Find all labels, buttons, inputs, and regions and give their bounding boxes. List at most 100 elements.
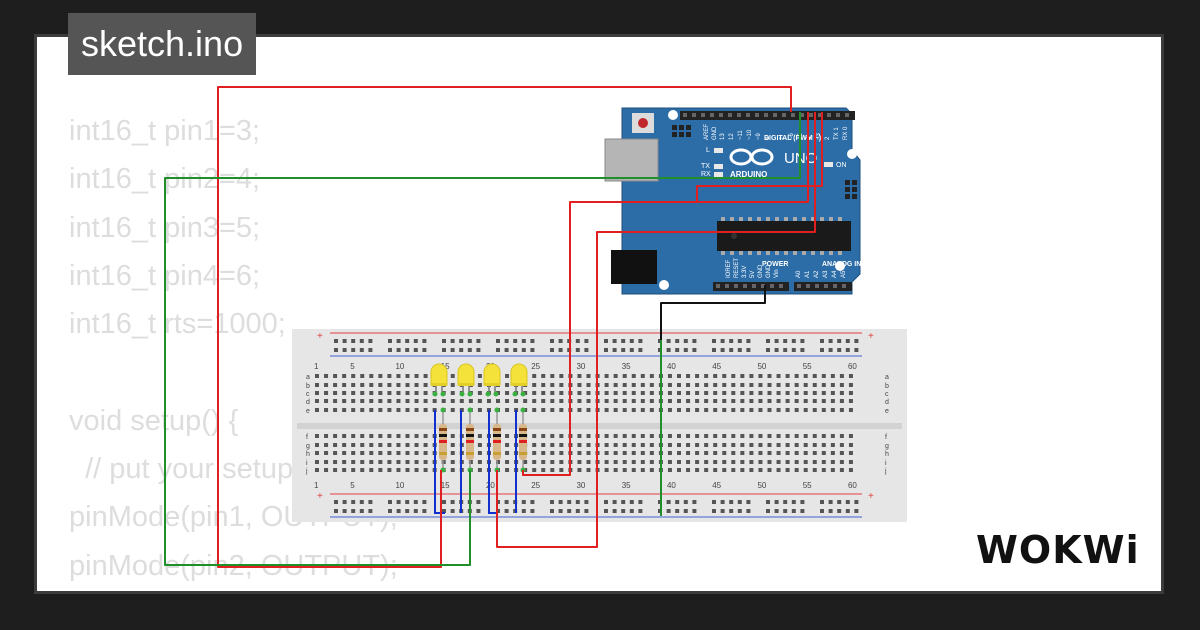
breadboard-hole	[803, 374, 808, 378]
breadboard-rail-hole	[766, 348, 770, 352]
breadboard-hole	[477, 468, 482, 472]
breadboard-hole	[333, 468, 338, 472]
breadboard-hole	[821, 383, 826, 387]
breadboard-hole	[468, 460, 473, 464]
breadboard-rail-hole	[567, 500, 572, 504]
breadboard-hole	[640, 460, 645, 464]
digital-pin-label: 2	[825, 136, 831, 140]
header-pin	[791, 113, 795, 117]
digital-pin-label: 13	[720, 133, 726, 140]
breadboard-hole	[839, 374, 844, 378]
analog-pin-label: A3	[823, 270, 829, 278]
breadboard-hole	[848, 443, 853, 447]
breadboard-hole	[640, 451, 645, 455]
breadboard-hole	[369, 443, 374, 447]
breadboard-hole	[749, 451, 754, 455]
header-pin	[842, 284, 846, 288]
chip-pin	[829, 251, 833, 255]
breadboard-hole	[613, 408, 618, 412]
digital-pin-label: 8	[765, 136, 771, 140]
column-number: 50	[757, 362, 766, 371]
breadboard-rail-hole	[666, 509, 671, 513]
breadboard-hole	[613, 399, 618, 403]
breadboard-hole	[532, 451, 537, 455]
breadboard-rail-hole	[521, 348, 526, 352]
breadboard-rail-hole	[584, 509, 589, 513]
breadboard-hole	[586, 443, 591, 447]
analog-pin-label: A0	[796, 270, 802, 278]
breadboard-rail-hole	[845, 500, 850, 504]
resistor-pin-dot	[520, 407, 526, 413]
breadboard-hole	[333, 408, 338, 412]
breadboard-hole	[794, 460, 799, 464]
header-pin	[725, 284, 729, 288]
breadboard-rail-hole	[558, 500, 563, 504]
breadboard-hole	[387, 434, 392, 438]
breadboard-hole	[803, 408, 808, 412]
breadboard-hole	[848, 383, 853, 387]
breadboard-hole	[695, 391, 700, 395]
breadboard-hole	[767, 460, 772, 464]
status-led	[714, 164, 723, 169]
header-pin	[692, 113, 696, 117]
breadboard-hole	[604, 408, 609, 412]
breadboard-hole	[749, 468, 754, 472]
breadboard-rail-hole	[550, 339, 554, 343]
breadboard-hole	[541, 434, 546, 438]
resistor-band	[519, 452, 527, 455]
breadboard-rail-hole	[666, 339, 671, 343]
breadboard-hole	[722, 374, 727, 378]
breadboard-rail-hole	[854, 339, 859, 343]
breadboard-hole	[360, 383, 365, 387]
breadboard-hole	[541, 399, 546, 403]
breadboard-hole	[387, 468, 392, 472]
breadboard-hole	[550, 443, 555, 447]
breadboard-hole	[749, 374, 754, 378]
chip-pin	[748, 251, 752, 255]
breadboard-hole	[803, 383, 808, 387]
breadboard-hole	[505, 460, 510, 464]
connection-wire	[496, 112, 816, 548]
chip-pin	[775, 251, 779, 255]
breadboard-hole	[785, 468, 790, 472]
breadboard-hole	[812, 434, 817, 438]
breadboard-hole	[640, 391, 645, 395]
breadboard-hole	[423, 408, 428, 412]
breadboard-hole	[532, 434, 537, 438]
digital-pin-label: ~9	[756, 132, 762, 140]
column-number: 60	[848, 362, 857, 371]
breadboard-hole	[559, 391, 564, 395]
breadboard-rail-hole	[342, 509, 347, 513]
breadboard-hole	[803, 434, 808, 438]
breadboard-hole	[667, 408, 672, 412]
led-pin-dot	[459, 391, 465, 397]
breadboard-hole	[423, 434, 428, 438]
column-number: 1	[314, 362, 319, 371]
breadboard-rail-hole	[820, 339, 824, 343]
row-letter: f	[306, 434, 308, 441]
breadboard-hole	[468, 399, 473, 403]
breadboard-hole	[315, 408, 319, 412]
breadboard-hole	[758, 383, 763, 387]
icsp-pin	[679, 125, 684, 130]
breadboard-hole	[767, 399, 772, 403]
breadboard-hole	[649, 460, 654, 464]
breadboard-hole	[450, 383, 455, 387]
breadboard-rail-hole	[584, 339, 589, 343]
breadboard-hole	[577, 391, 582, 395]
breadboard-rail-hole	[334, 500, 338, 504]
breadboard-hole	[830, 383, 835, 387]
breadboard-hole	[713, 374, 718, 378]
breadboard-hole	[541, 391, 546, 395]
breadboard-hole	[722, 391, 727, 395]
breadboard-hole	[414, 451, 419, 455]
resistor-band	[493, 440, 501, 443]
breadboard-hole	[550, 374, 555, 378]
breadboard-hole	[586, 374, 591, 378]
breadboard-rail-hole	[368, 509, 373, 513]
breadboard-hole	[387, 383, 392, 387]
breadboard-hole	[351, 383, 356, 387]
breadboard-hole	[848, 408, 853, 412]
breadboard-hole	[405, 408, 410, 412]
led-rim	[511, 383, 527, 386]
